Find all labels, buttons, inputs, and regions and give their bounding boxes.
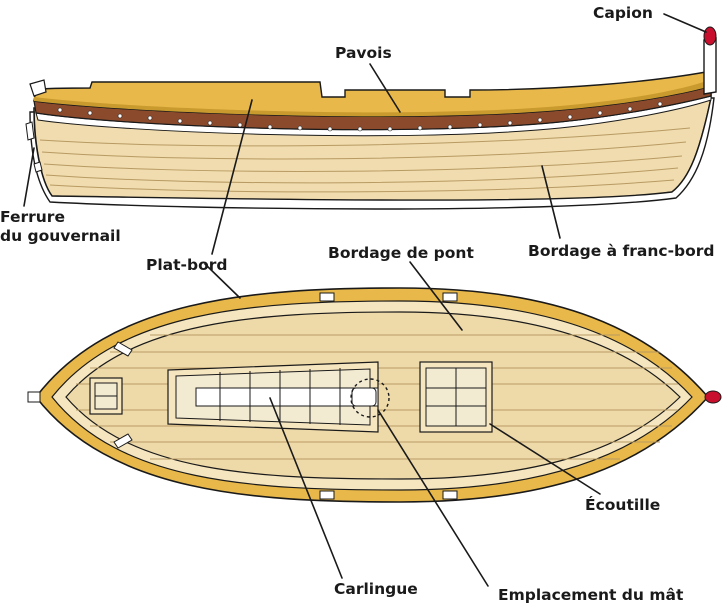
label-bordage-franc-bord: Bordage à franc-bord	[528, 242, 715, 260]
label-ferrure-1: Ferrure	[0, 208, 65, 226]
capion-cap	[703, 26, 717, 46]
labels: Capion Pavois Ferrure du gouvernail Plat…	[0, 4, 715, 604]
boat-top-view	[27, 287, 722, 503]
rudder-fitting	[25, 121, 43, 173]
stern-hatch	[89, 377, 123, 415]
label-ecoutille: Écoutille	[585, 495, 660, 514]
leader-ferrure	[23, 147, 35, 207]
carlingue	[167, 361, 379, 433]
thwart-cleats	[113, 292, 458, 500]
mast-position	[350, 378, 390, 418]
label-bordage-de-pont: Bordage de pont	[328, 244, 474, 262]
leader-bordage-pont	[409, 261, 463, 331]
leader-capion	[663, 13, 707, 33]
label-carlingue: Carlingue	[334, 580, 418, 598]
label-capion: Capion	[593, 4, 653, 22]
leader-ecoutille	[489, 423, 601, 495]
label-emplacement-du-mat: Emplacement du mât	[498, 586, 684, 604]
boat-side-view	[25, 26, 717, 210]
stem-post	[703, 37, 717, 95]
leader-plat-bord-top	[204, 263, 241, 299]
leader-carlingue	[269, 397, 343, 579]
label-ferrure-2: du gouvernail	[0, 227, 121, 245]
leader-franc-bord	[541, 165, 561, 239]
leader-mat	[377, 409, 489, 587]
label-plat-bord: Plat-bord	[146, 256, 227, 274]
strake-rivets	[57, 101, 663, 132]
leader-lines	[23, 13, 707, 587]
label-pavois: Pavois	[335, 44, 392, 62]
stern-post	[29, 79, 47, 97]
leader-pavois	[369, 63, 401, 113]
leader-plat-bord-side	[211, 99, 253, 255]
ecoutille	[419, 361, 493, 433]
hull-plank-lines	[39, 127, 691, 193]
bow-cap-top	[704, 390, 722, 404]
stern-fitting-top	[27, 391, 41, 403]
keel-strip	[29, 97, 715, 210]
